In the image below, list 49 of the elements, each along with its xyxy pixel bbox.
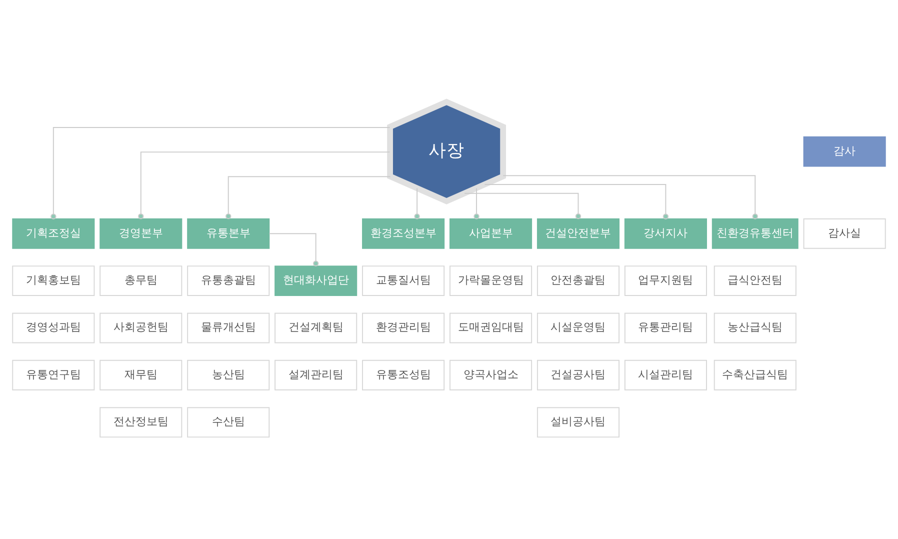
node-box: 설비공사팀 [536, 407, 620, 438]
node-box: 건설안전본부 [536, 218, 620, 249]
node-box: 유통본부 [187, 218, 270, 249]
node-box: 유통관리팀 [624, 312, 707, 344]
node-box: 강서지사 [624, 218, 707, 249]
node-box: 건설계획팀 [274, 312, 358, 344]
node-box: 기획홍보팀 [12, 266, 95, 296]
node-box: 사회공헌팀 [100, 312, 182, 344]
node-box: 건설공사팀 [536, 360, 620, 390]
node-box: 경영본부 [100, 218, 182, 249]
node-box: 시설운영팀 [536, 312, 620, 344]
connector [268, 233, 319, 266]
node-box: 교통질서팀 [362, 266, 445, 296]
connector [502, 175, 758, 220]
node-box: 총무팀 [100, 266, 182, 296]
node-box: 설계관리팀 [274, 360, 358, 390]
node-box: 도매권임대팀 [450, 312, 532, 344]
node-box: 유통연구팀 [12, 360, 95, 390]
node-box: 경영성과팀 [12, 312, 95, 344]
node-box: 유통조성팀 [362, 360, 445, 390]
connector [50, 127, 390, 220]
node-box: 가락몰운영팀 [450, 266, 532, 296]
node-box: 현대화사업단 [274, 266, 358, 296]
node-box: 수축산급식팀 [714, 360, 796, 390]
node-box: 친환경유통센터 [712, 218, 798, 249]
node-box: 유통총괄팀 [187, 266, 270, 296]
node-box: 감사실 [803, 218, 886, 249]
node-box: 재무팀 [100, 360, 182, 390]
node-box: 농산급식팀 [714, 312, 796, 344]
node-box: 사업본부 [450, 218, 532, 249]
connector [138, 152, 390, 220]
node-box: 시설관리팀 [624, 360, 707, 390]
node-box: 환경관리팀 [362, 312, 445, 344]
connector [484, 184, 669, 220]
connector [464, 192, 582, 220]
node-box: 환경조성본부 [362, 218, 445, 249]
connector [226, 176, 391, 220]
connector [414, 188, 420, 220]
node-box: 안전총괄팀 [536, 266, 620, 296]
node-box: 수산팀 [187, 407, 270, 438]
node-box: 물류개선팀 [187, 312, 270, 344]
node-box: 기획조정실 [12, 218, 95, 249]
node-box: 업무지원팀 [624, 266, 707, 296]
node-box: 감사 [803, 136, 886, 167]
node-box: 전산정보팀 [100, 407, 182, 438]
connector [474, 188, 480, 220]
node-box: 양곡사업소 [450, 360, 532, 390]
node-box: 급식안전팀 [714, 266, 796, 296]
node-box: 농산팀 [187, 360, 270, 390]
